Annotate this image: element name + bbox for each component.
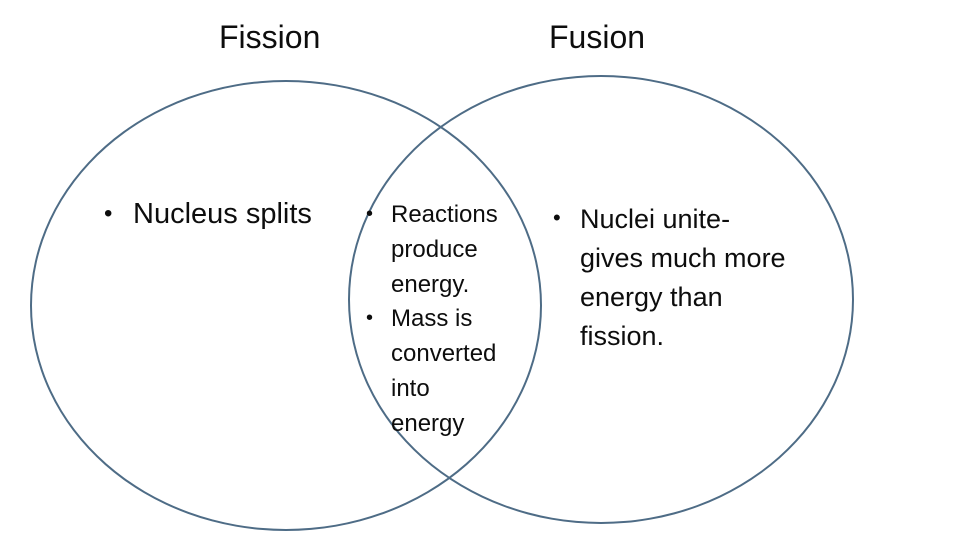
fusion-title: Fusion	[549, 19, 646, 55]
bullet-icon: •	[366, 203, 374, 225]
list-item: • Nuclei unite- gives much more energy t…	[553, 200, 797, 357]
fusion-circle	[348, 75, 854, 524]
overlap-list: • Reactions produce energy. • Mass is co…	[366, 198, 506, 442]
list-item: • Nucleus splits	[104, 196, 364, 234]
fusion-item-text: Nuclei unite- gives much more energy tha…	[580, 204, 786, 352]
fission-title: Fission	[219, 19, 321, 55]
fission-item-text: Nucleus splits	[133, 198, 312, 230]
overlap-item-text: Mass is converted into energy	[391, 305, 497, 437]
fusion-list: • Nuclei unite- gives much more energy t…	[553, 200, 797, 357]
list-item: • Reactions produce energy.	[366, 198, 506, 302]
bullet-icon: •	[553, 205, 561, 230]
overlap-item-text: Reactions produce energy.	[391, 201, 498, 298]
fission-list: • Nucleus splits	[104, 196, 364, 234]
bullet-icon: •	[104, 200, 113, 227]
list-item: • Mass is converted into energy	[366, 302, 506, 441]
bullet-icon: •	[366, 307, 374, 330]
